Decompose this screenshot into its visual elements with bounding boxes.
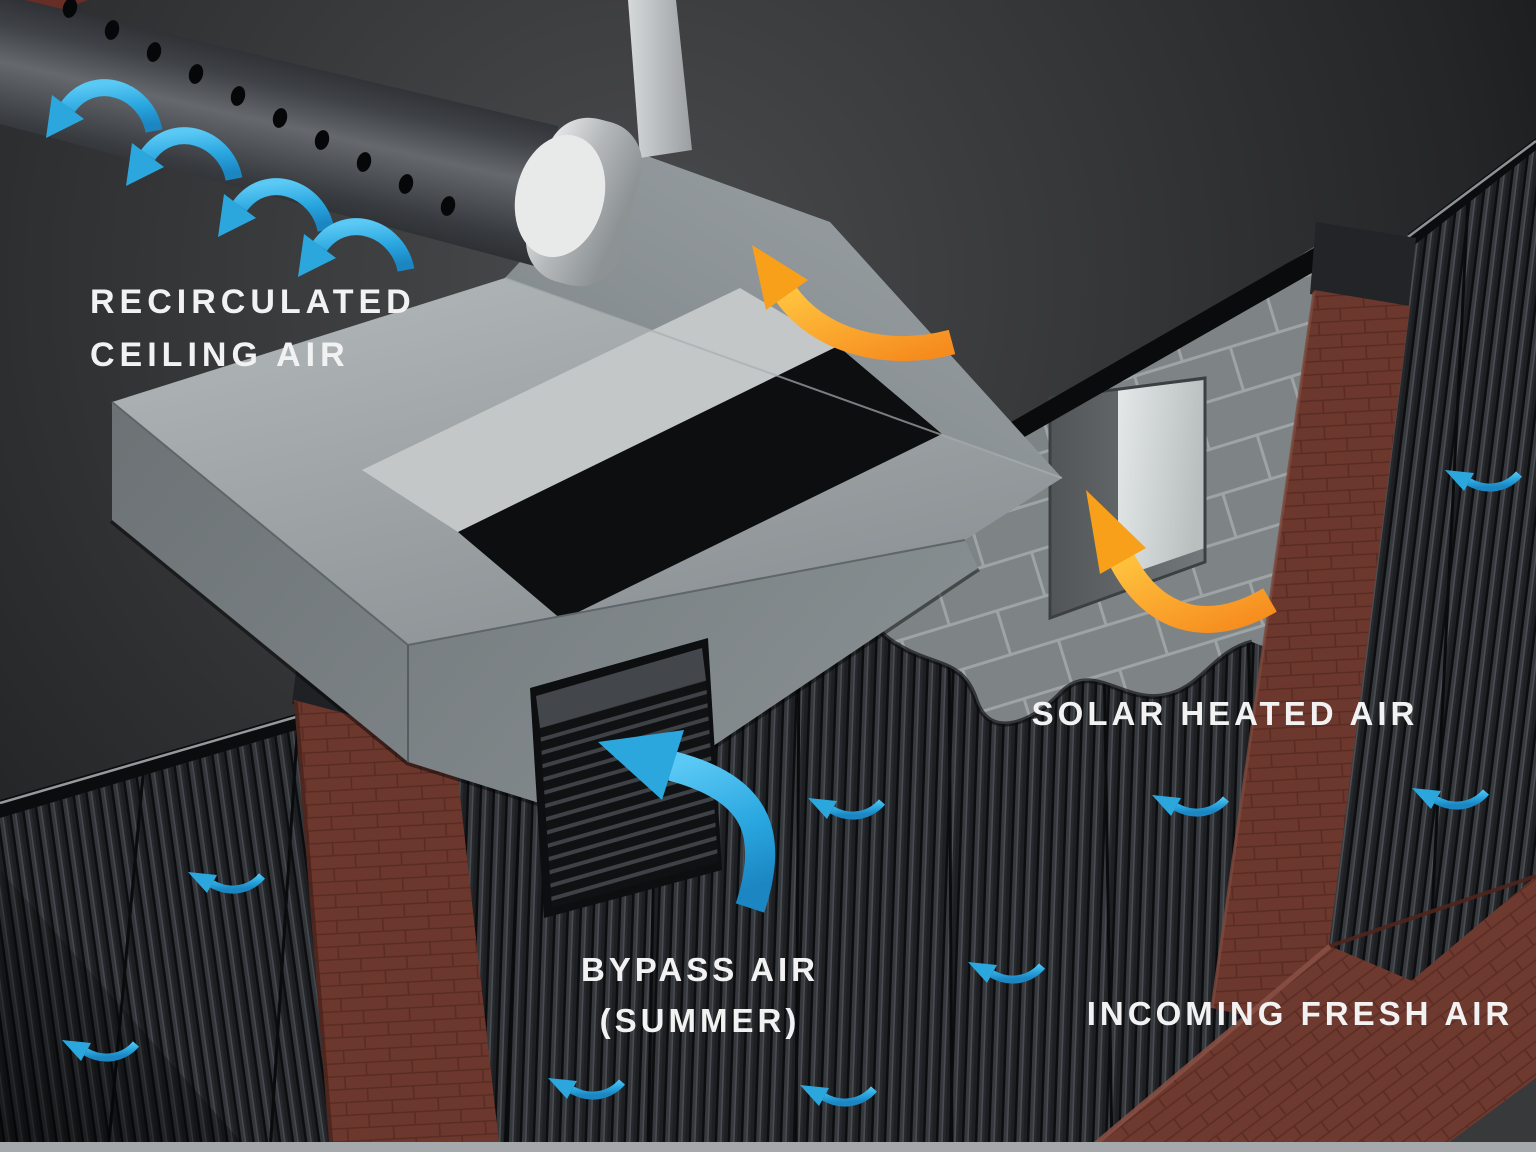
support-column: [628, 0, 692, 158]
brick-parapet: [1084, 874, 1536, 1152]
label-bypass-air-summer: BYPASS AIR (SUMMER): [528, 944, 872, 1046]
right-brick-pilaster: [1210, 222, 1416, 1032]
plenum-inner-wall: [362, 288, 838, 532]
bypass-air-arrow: [598, 730, 776, 913]
perforated-fabric-duct: [0, 0, 642, 287]
duct-perforations: [62, 0, 456, 216]
label-solar-heated-air: SOLAR HEATED AIR: [1031, 695, 1419, 732]
label-incoming-fresh-air: INCOMING FRESH AIR: [1086, 995, 1514, 1032]
plenum-riser-face: [505, 148, 1062, 478]
hvac-plenum: [109, 148, 1063, 826]
label-line: RECIRCULATED: [90, 283, 416, 321]
intake-opening-inner-face: [1118, 380, 1205, 578]
label-recirculated-ceiling-air: RECIRCULATED CEILING AIR: [90, 276, 510, 381]
plenum-opening: [458, 346, 942, 620]
floor-line: [0, 1142, 1536, 1152]
label-line: CEILING AIR: [90, 335, 350, 374]
label-line: (SUMMER): [599, 1002, 801, 1040]
solar-heated-air-arrows: [752, 245, 1277, 633]
label-line: BYPASS AIR: [580, 951, 820, 988]
